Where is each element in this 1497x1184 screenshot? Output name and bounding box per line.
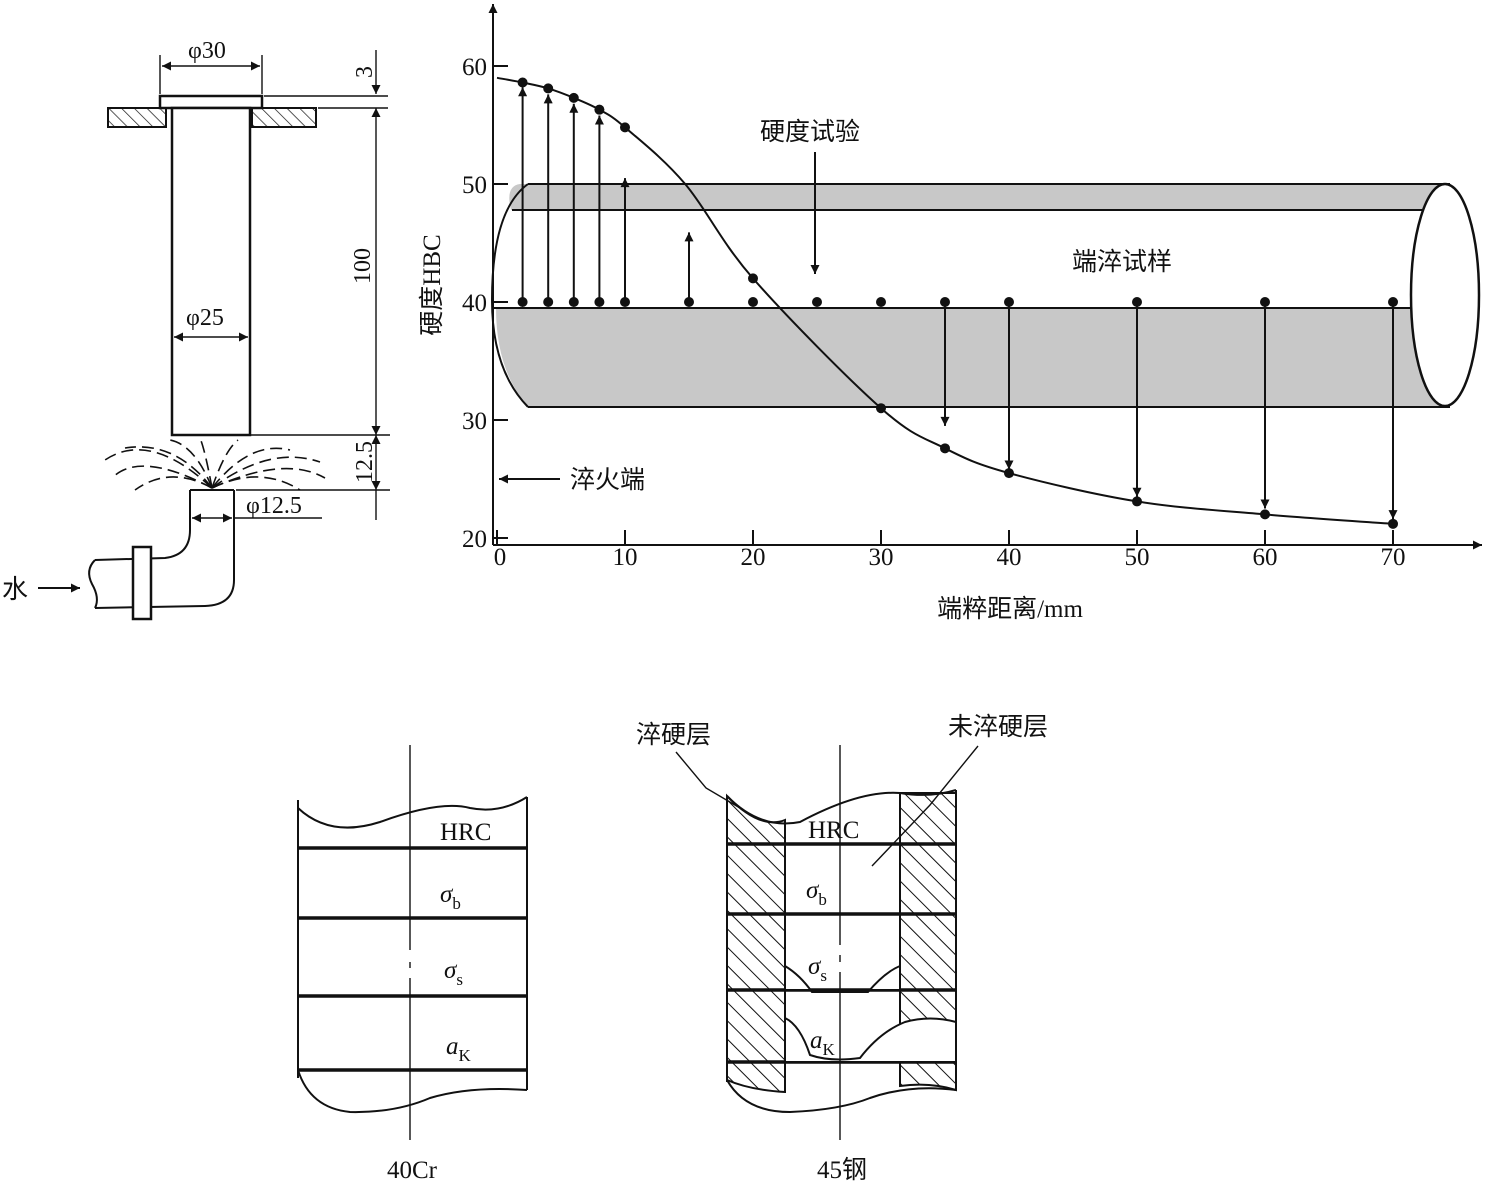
label-unhardened-layer: 未淬硬层 [948, 713, 1048, 741]
curve-point-70 [1388, 518, 1398, 529]
specimen-cylinder [490, 182, 1481, 408]
curve-point-8 [594, 104, 605, 115]
jominy-apparatus: φ30 3 100 12.5 φ25 [2, 38, 390, 621]
hardened-layer-left [726, 793, 786, 1094]
pipe-flange [131, 545, 153, 621]
test-point-10 [620, 297, 630, 307]
dim-gap: 12.5 [352, 441, 378, 483]
label-hrc-left: HRC [440, 819, 491, 846]
hardness-curve [496, 76, 1394, 525]
x-tick-label-50: 50 [1125, 544, 1150, 571]
y-axis-label: 硬度HBC [418, 234, 446, 335]
test-point-30 [876, 297, 886, 307]
fixture-right [251, 107, 317, 128]
x-axis-label: 端粹距离/mm [937, 595, 1083, 623]
test-point-4 [543, 297, 554, 307]
curve-point-4 [543, 83, 554, 94]
curve-point-50 [1132, 496, 1142, 507]
test-point-60 [1260, 297, 1270, 307]
test-point-6 [568, 297, 579, 307]
y-tick-label-40: 40 [462, 290, 487, 317]
label-quench-end: 淬火端 [570, 466, 645, 494]
x-tick-label-40: 40 [997, 544, 1022, 571]
label-hardness-test: 硬度试验 [760, 118, 860, 146]
fixture-left [107, 107, 167, 128]
curve-point-2 [517, 77, 528, 88]
test-point-15 [684, 297, 694, 307]
x-tick-label-10: 10 [613, 544, 638, 571]
test-point-25 [812, 297, 822, 307]
test-point-70 [1388, 297, 1398, 307]
water-spray [104, 437, 326, 491]
curve-point-30 [876, 403, 886, 414]
test-point-50 [1132, 297, 1142, 307]
dim-top-thk: 3 [352, 66, 378, 78]
label-sigma-b-right: σb [806, 877, 827, 909]
dim-top-dia: φ30 [188, 38, 226, 64]
y-tick-label-20: 20 [462, 526, 487, 553]
curve-point-20 [748, 273, 758, 284]
label-sigma-s-left: σs [444, 957, 463, 989]
label-ak-left: aK [446, 1033, 472, 1065]
specimen-bar [170, 106, 252, 437]
water-label: 水 [2, 575, 28, 604]
label-specimen: 端淬试样 [1072, 248, 1172, 276]
label-sigma-b-left: σb [440, 881, 461, 913]
test-point-35 [940, 297, 950, 307]
curve-point-60 [1260, 509, 1270, 520]
test-point-2 [517, 297, 528, 307]
label-sigma-s-right: σs [808, 953, 827, 985]
hardness-chart: 20 30 40 50 60 0 10 20 30 40 50 60 70 硬度HBC 端粹距离/mm… [418, 4, 1482, 623]
label-hardened-layer: 淬硬层 [636, 721, 711, 749]
water-pipe [88, 489, 235, 621]
y-tick-label-30: 30 [462, 408, 487, 435]
test-point-20 [748, 297, 758, 307]
curve-point-10 [620, 122, 630, 133]
test-point-40 [1004, 297, 1014, 307]
x-tick-label-60: 60 [1253, 544, 1278, 571]
dim-bar-dia: φ25 [186, 305, 224, 331]
label-ak-right: aK [810, 1027, 836, 1059]
title-40cr: 40Cr [387, 1157, 438, 1184]
curve-point-6 [568, 92, 579, 103]
title-45-steel: 45钢 [817, 1156, 867, 1184]
curve-point-35 [940, 443, 950, 454]
specimen-head [158, 94, 264, 110]
y-tick-label-60: 60 [462, 54, 487, 81]
y-tick-label-50: 50 [462, 172, 487, 199]
curve-point-40 [1004, 468, 1014, 479]
label-hrc-right: HRC [808, 817, 859, 844]
dim-length: 100 [350, 248, 376, 284]
dim-nozzle-dia: φ12.5 [246, 493, 302, 519]
panel-40cr: HRC σb σs aK 40Cr [297, 745, 528, 1184]
x-tick-label-0: 0 [494, 544, 507, 571]
test-point-8 [594, 297, 605, 307]
x-tick-label-70: 70 [1381, 544, 1406, 571]
x-tick-label-30: 30 [869, 544, 894, 571]
x-tick-label-20: 20 [741, 544, 766, 571]
panel-45-steel: HRC σb σs aK 淬硬层 未淬硬层 45钢 [636, 713, 1048, 1184]
